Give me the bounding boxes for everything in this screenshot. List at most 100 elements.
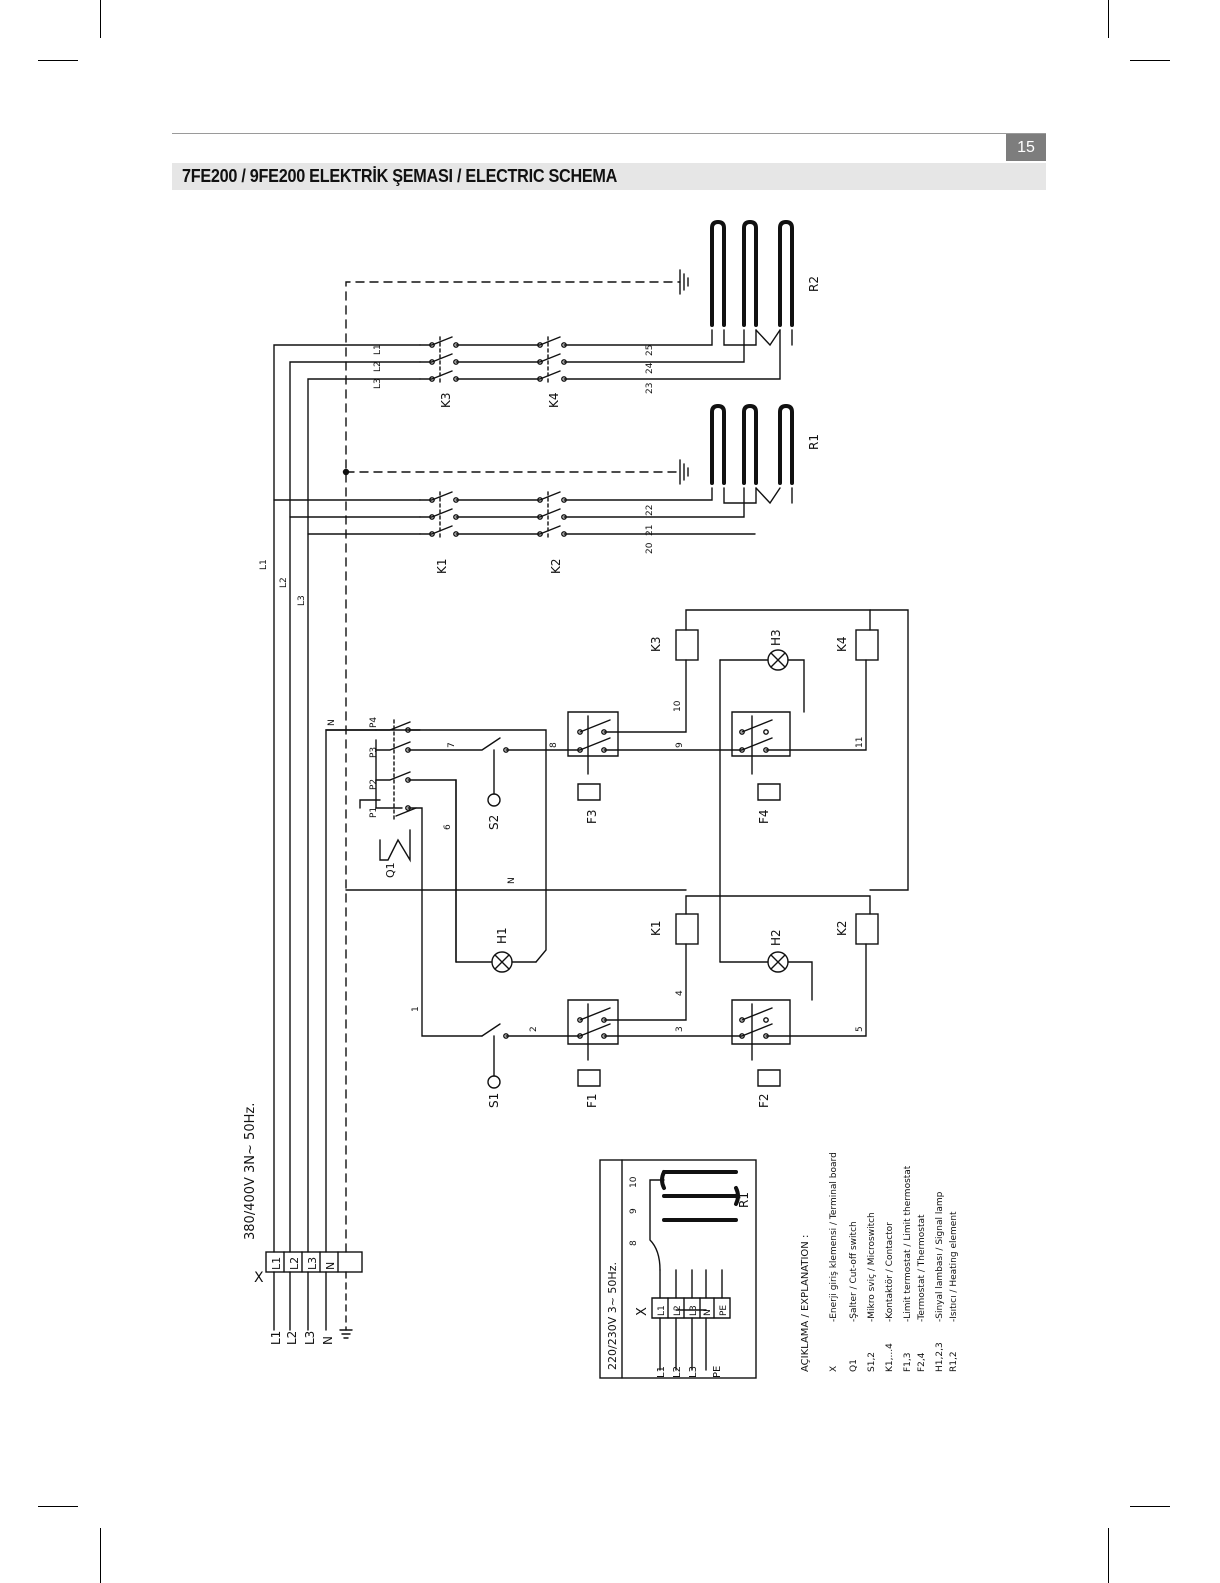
k2-label: K2 (549, 558, 563, 574)
line-label-l3: L3 (303, 1331, 317, 1345)
wire-5: 5 (855, 1026, 865, 1032)
wire-3: 3 (675, 1026, 685, 1032)
legend-code-r: R1,2 (949, 1351, 959, 1372)
legend-code-k: K1,...4 (885, 1343, 895, 1372)
alt-term-l2: L2 (673, 1305, 683, 1316)
alt-line-l2: L2 (672, 1366, 683, 1378)
alt-x-label: X (635, 1307, 650, 1316)
legend-text-q1: -Şalter / Cut-off switch (849, 1221, 859, 1322)
legend-code-f24: F2,4 (917, 1352, 927, 1372)
crop-mark (1108, 0, 1109, 38)
line-label-l2: L2 (285, 1331, 299, 1345)
bus-label-l3: L3 (297, 595, 307, 606)
alt-line-pe: PE (712, 1366, 723, 1378)
legend-code-f13: F1,3 (903, 1353, 913, 1373)
alt-r1-8: 8 (629, 1240, 639, 1246)
alt-term-pe: PE (719, 1305, 729, 1316)
terminal-label-l1: L1 (270, 1257, 283, 1270)
terminal-x-label: X (254, 1270, 264, 1286)
legend-text-h: -Sinyal lambası / Signal lamp (935, 1191, 945, 1322)
page-title: 7FE200 / 9FE200 ELEKTRİK ŞEMASI / ELECTR… (182, 166, 618, 186)
alt-term-l1: L1 (657, 1305, 667, 1316)
alt-term-l3: L3 (689, 1305, 699, 1316)
legend-text-f13: -Limit termostat / Limit thermostat (903, 1165, 913, 1322)
legend-text-x: -Enerji giriş klemensi / Terminal board (829, 1152, 839, 1322)
legend-text-s: -Mikro sviç / Microswitch (867, 1212, 877, 1322)
bus-label-l2: L2 (279, 577, 289, 588)
n-wire-label: N (327, 719, 337, 726)
wire-1: 1 (411, 1006, 421, 1012)
wire-6: 6 (443, 824, 453, 830)
f4-label: F4 (757, 809, 771, 824)
title-bar: 7FE200 / 9FE200 ELEKTRİK ŞEMASI / ELECTR… (172, 163, 1046, 190)
terminal-block-x (265, 1251, 363, 1339)
k4-label: K4 (547, 392, 561, 408)
header-rule (172, 133, 1046, 134)
k-out-21: 21 (645, 525, 655, 536)
supply-bus (273, 281, 681, 1253)
terminal-label-n: N (324, 1262, 337, 1270)
contactor-k3-k4-contacts (419, 329, 781, 386)
alt-line-l3: L3 (688, 1366, 699, 1378)
wire-8: 8 (549, 742, 559, 748)
k3-label: K3 (439, 392, 453, 408)
k4-coil-label: K4 (835, 636, 849, 652)
line-label-n: N (321, 1336, 335, 1345)
legend-code-h: H1,2,3 (935, 1342, 945, 1372)
crop-mark (38, 60, 78, 61)
heater-r1-bridges (723, 487, 793, 505)
alt-line-l1: L1 (656, 1366, 667, 1378)
heater-r2-bridges (723, 329, 793, 347)
k2-coil-label: K2 (835, 920, 849, 936)
legend-code-x: X (829, 1366, 839, 1372)
k3-in-label-l3: L3 (373, 378, 383, 389)
f1-label: F1 (585, 1093, 599, 1108)
h1-label: H1 (495, 927, 509, 944)
legend-text-f24: -Termostat / Thermostat (917, 1214, 927, 1322)
f2-label: F2 (757, 1093, 771, 1108)
q1-label: Q1 (384, 862, 397, 878)
alt-connection-box (599, 1159, 757, 1379)
heating-element-r1 (710, 403, 794, 485)
s2-label: S2 (487, 815, 501, 830)
p3-label: P3 (369, 747, 379, 758)
wire-10: 10 (673, 700, 683, 712)
k-out-23: 23 (645, 383, 655, 394)
k3-in-label-l2: L2 (373, 361, 383, 372)
s1-label: S1 (487, 1093, 501, 1108)
contactor-k1-k2-contacts (419, 487, 756, 541)
wire-2: 2 (529, 1026, 539, 1032)
legend-code-q1: Q1 (849, 1359, 859, 1372)
crop-mark (1130, 60, 1170, 61)
legend-heading: AÇIKLAMA / EXPLANATION : (800, 1235, 811, 1372)
n-wire-label-2: N (507, 877, 517, 884)
p2-label: P2 (369, 779, 379, 790)
legend-text-r: -Isıtıcı / Heating element (949, 1211, 959, 1322)
k-out-22: 22 (645, 505, 655, 516)
heating-element-r2 (710, 219, 794, 327)
h2-label: H2 (769, 929, 783, 946)
crop-mark (100, 1528, 101, 1583)
p4-label: P4 (369, 717, 379, 728)
control-wiring (325, 609, 909, 1089)
wire-9: 9 (675, 742, 685, 748)
h3-label: H3 (769, 629, 783, 646)
r1-label: R1 (807, 434, 821, 450)
wire-11: 11 (855, 737, 865, 748)
crop-mark (100, 0, 101, 38)
alt-supply-label: 220/230V 3~ 50Hz. (606, 1262, 619, 1370)
wire-4: 4 (675, 990, 685, 996)
k-out-24: 24 (645, 362, 655, 374)
bus-label-l1: L1 (259, 559, 269, 570)
line-label-l1: L1 (269, 1331, 283, 1345)
terminal-label-l3: L3 (306, 1257, 319, 1270)
alt-r1-9: 9 (629, 1208, 639, 1214)
alt-r1-10: 10 (629, 1176, 639, 1188)
terminal-label-l2: L2 (288, 1257, 301, 1270)
legend-code-s: S1,2 (867, 1352, 877, 1372)
p1-label: P1 (369, 807, 379, 818)
k1-coil-label: K1 (649, 920, 663, 936)
r2-label: R2 (807, 276, 821, 292)
k3-in-label-l1: L1 (373, 344, 383, 355)
